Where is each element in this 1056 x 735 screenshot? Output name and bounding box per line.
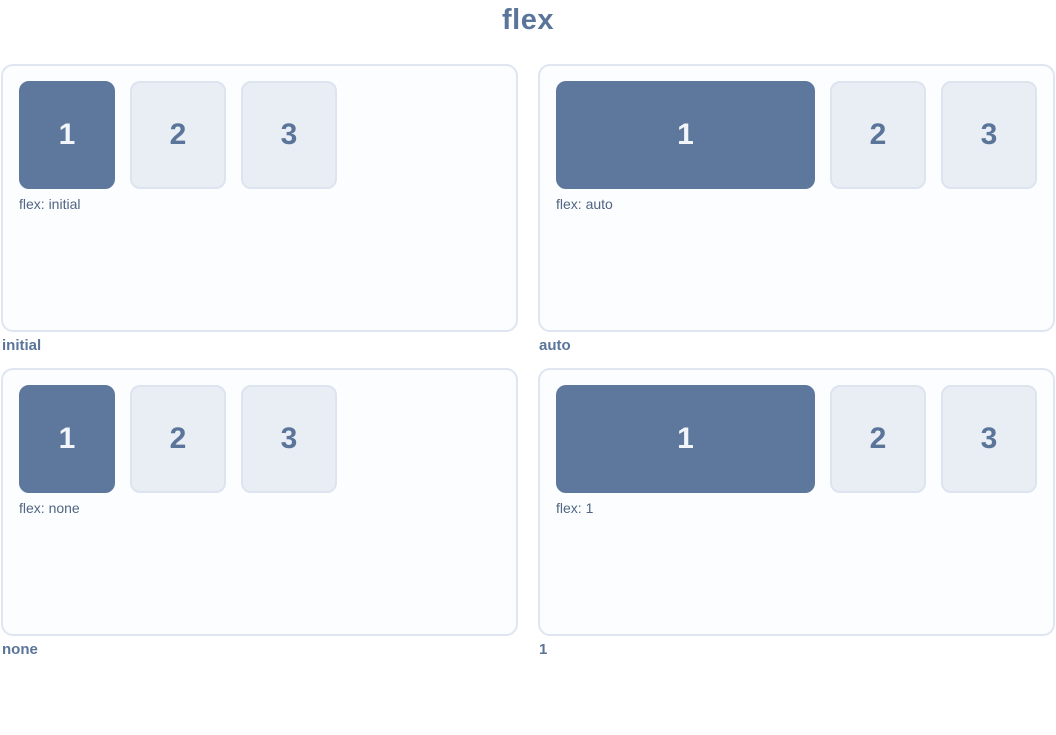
flex-item-1: 1 xyxy=(556,385,815,493)
example-auto: 1 2 3 flex: auto auto xyxy=(538,64,1055,354)
flex-caption: flex: none xyxy=(19,500,80,516)
flex-row: 1 2 3 xyxy=(19,81,500,189)
flex-item-2: 2 xyxy=(830,81,926,189)
flex-demo-page: flex 1 2 3 flex: initial initial 1 2 3 f xyxy=(0,2,1056,658)
flex-row: 1 2 3 xyxy=(556,81,1037,189)
examples-grid: 1 2 3 flex: initial initial 1 2 3 flex: … xyxy=(1,64,1055,658)
flex-container-none: 1 2 3 flex: none xyxy=(1,368,518,636)
flex-item-1: 1 xyxy=(19,385,115,493)
flex-item-2: 2 xyxy=(130,81,226,189)
example-label-initial: initial xyxy=(2,337,42,354)
flex-item-3: 3 xyxy=(941,81,1037,189)
flex-item-2: 2 xyxy=(130,385,226,493)
example-label-1: 1 xyxy=(539,641,548,658)
flex-item-3: 3 xyxy=(241,385,337,493)
flex-container-auto: 1 2 3 flex: auto xyxy=(538,64,1055,332)
flex-caption: flex: initial xyxy=(19,196,81,212)
flex-caption: flex: auto xyxy=(556,196,613,212)
flex-item-2: 2 xyxy=(830,385,926,493)
flex-row: 1 2 3 xyxy=(556,385,1037,493)
flex-item-1: 1 xyxy=(556,81,815,189)
page-title: flex xyxy=(502,4,554,36)
flex-caption: flex: 1 xyxy=(556,500,594,516)
example-label-auto: auto xyxy=(539,337,571,354)
example-label-none: none xyxy=(2,641,38,658)
flex-item-1: 1 xyxy=(19,81,115,189)
example-initial: 1 2 3 flex: initial initial xyxy=(1,64,518,354)
flex-item-3: 3 xyxy=(941,385,1037,493)
flex-container-initial: 1 2 3 flex: initial xyxy=(1,64,518,332)
flex-item-3: 3 xyxy=(241,81,337,189)
example-1: 1 2 3 flex: 1 1 xyxy=(538,368,1055,658)
flex-container-1: 1 2 3 flex: 1 xyxy=(538,368,1055,636)
flex-row: 1 2 3 xyxy=(19,385,500,493)
example-none: 1 2 3 flex: none none xyxy=(1,368,518,658)
